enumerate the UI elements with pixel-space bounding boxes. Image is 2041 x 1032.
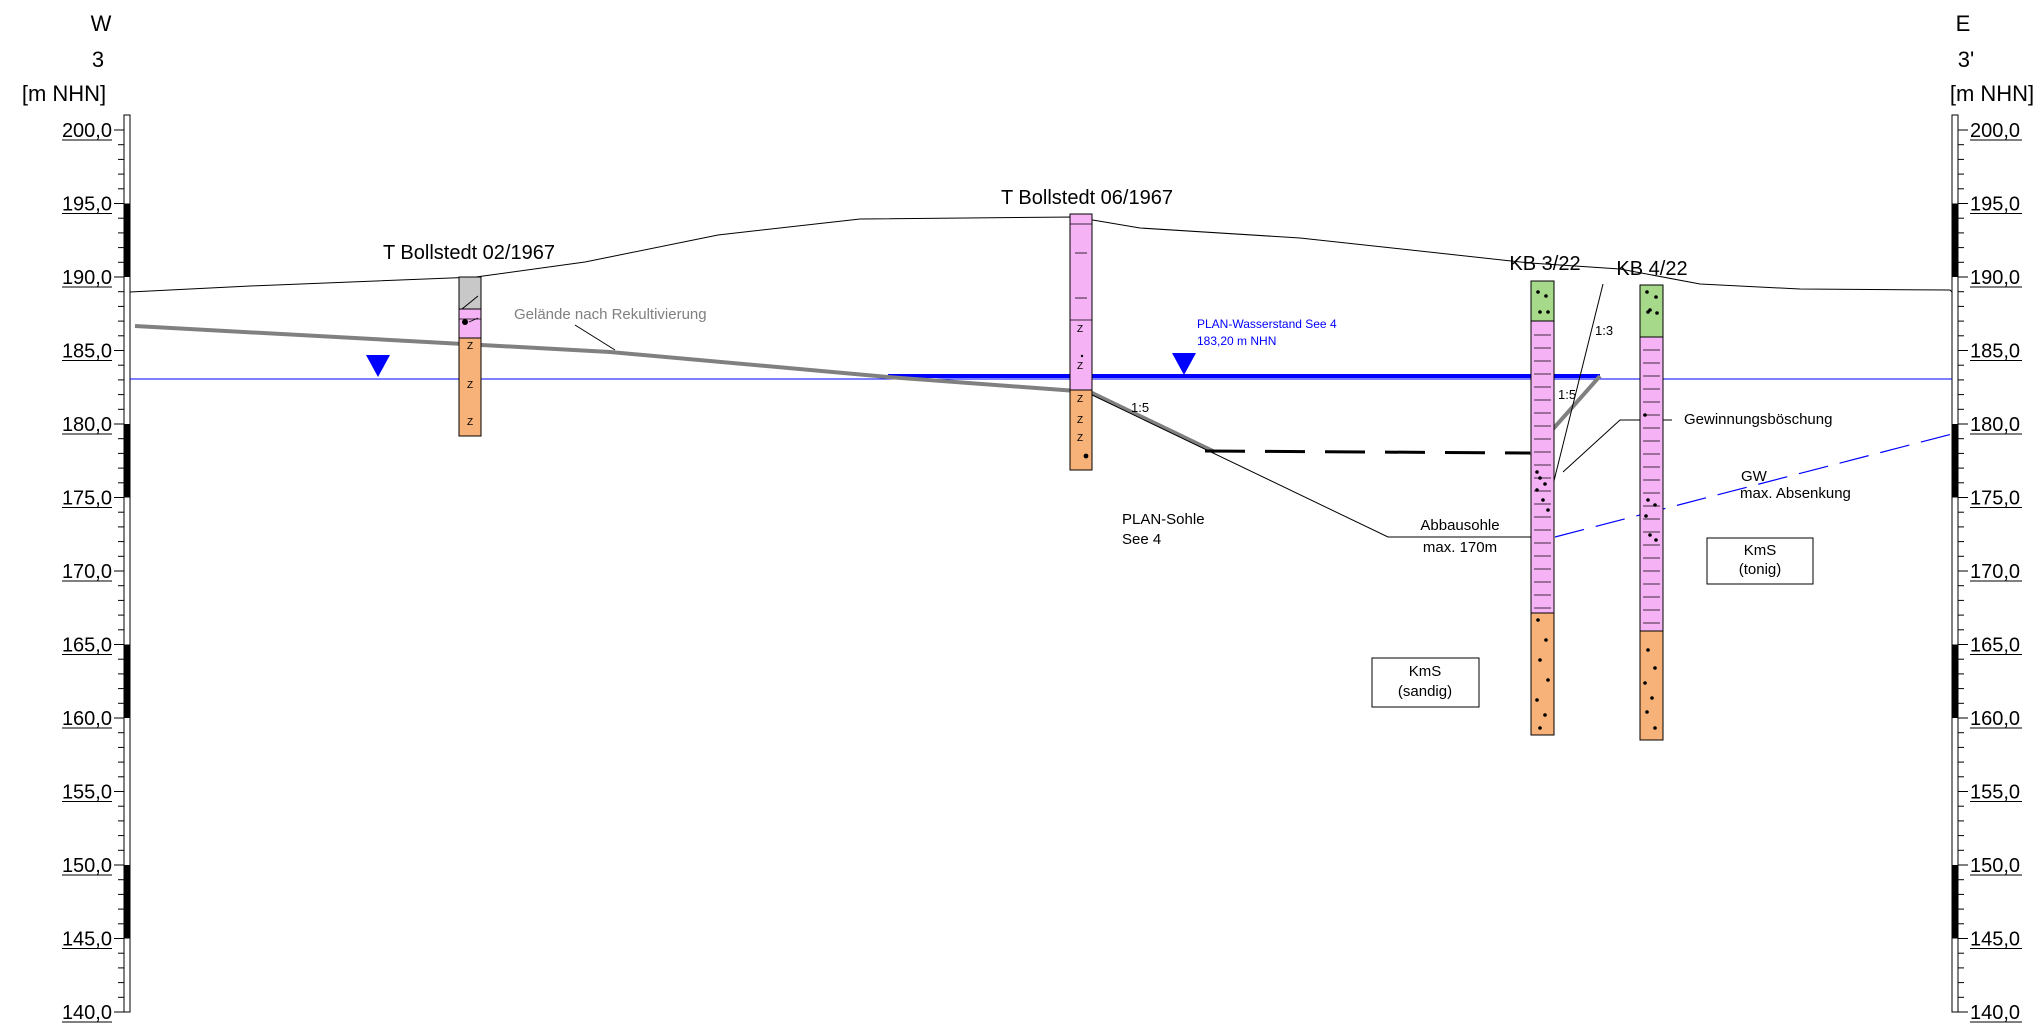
elevation-tick-label: 190,0 (1970, 267, 2020, 289)
borehole-b1 (458, 276, 482, 437)
borehole-b3 (1530, 280, 1555, 736)
z-glyph: Z (1077, 361, 1083, 372)
elevation-tick-label: 175,0 (1970, 488, 2020, 510)
water-level-marker-plan (1172, 353, 1196, 375)
gw-label-2: max. Absenkung (1740, 485, 1851, 502)
z-glyph: Z (1077, 415, 1083, 426)
left-direction-label: W (91, 11, 112, 36)
plan-sohle-label-2: See 4 (1122, 531, 1161, 548)
abbausohle-label-1: Abbausohle (1420, 517, 1499, 534)
elevation-tick-label: 160,0 (1970, 708, 2020, 730)
elevation-tick-label: 185,0 (62, 341, 112, 363)
gw-line (1554, 433, 1953, 538)
borehole-b3-label: KB 3/22 (1509, 253, 1580, 275)
terrain-after-leader (574, 324, 616, 351)
plan-sohle-dashed (1204, 449, 1531, 455)
elevation-tick-label: 140,0 (1970, 1002, 2020, 1024)
elevation-tick-label: 165,0 (1970, 635, 2020, 657)
z-glyph: Z (1077, 324, 1083, 335)
terrain-line (129, 216, 1953, 293)
slope-1-5-label-b: 1:5 (1558, 387, 1576, 402)
borehole-b1-label: T Bollstedt 02/1967 (383, 242, 555, 264)
borehole-b2 (1069, 213, 1093, 471)
slope-1-5-label-a: 1:5 (1131, 400, 1149, 415)
right-direction-label: E (1956, 11, 1971, 36)
left-section-label: 3 (92, 47, 104, 72)
borehole-b2-label: T Bollstedt 06/1967 (1001, 187, 1173, 209)
elevation-tick-label: 195,0 (1970, 194, 2020, 216)
elevation-tick-label: 200,0 (1970, 120, 2020, 142)
right-section-label: 3' (1958, 47, 1974, 72)
plan-sohle-label-1: PLAN-Sohle (1122, 511, 1205, 528)
elevation-tick-label: 145,0 (1970, 929, 2020, 951)
elevation-tick-label: 180,0 (1970, 414, 2020, 436)
elevation-tick-label: 180,0 (62, 414, 112, 436)
elevation-tick-label: 195,0 (62, 194, 112, 216)
svg-text:KmS: KmS (1744, 542, 1777, 559)
z-glyph: Z (467, 341, 473, 352)
terrain-after-label: Gelände nach Rekultivierung (514, 306, 707, 323)
terrain-after-recultivation-line (134, 324, 1216, 454)
slope-1-3-label: 1:3 (1595, 323, 1613, 338)
abbausohle-label-2: max. 170m (1423, 539, 1497, 556)
elevation-tick-label: 140,0 (62, 1002, 112, 1024)
gewinnung-label: Gewinnungsböschung (1684, 411, 1832, 428)
elevation-tick-label: 170,0 (1970, 561, 2020, 583)
right-elevation-scale: 200,0 195,0 190,0 185,0 180,0 175,0 170,0 165,0… (1951, 114, 2022, 1024)
borehole-b4-label: KB 4/22 (1616, 258, 1687, 280)
elevation-tick-label: 200,0 (62, 120, 112, 142)
svg-text:KmS: KmS (1409, 663, 1442, 680)
water-level-marker-left (366, 355, 390, 377)
right-unit-label: [m NHN] (1950, 81, 2034, 106)
z-glyph: Z (467, 417, 473, 428)
z-glyph: Z (1077, 394, 1083, 405)
elevation-tick-label: 150,0 (1970, 855, 2020, 877)
abbausohle-line (1087, 392, 1540, 538)
left-unit-label: [m NHN] (22, 81, 106, 106)
elevation-tick-label: 165,0 (62, 635, 112, 657)
elevation-tick-label: 160,0 (62, 708, 112, 730)
plan-water-label-2: 183,20 m NHN (1197, 334, 1276, 348)
svg-text:(sandig): (sandig) (1398, 683, 1452, 700)
elevation-tick-label: 155,0 (62, 782, 112, 804)
svg-text:(tonig): (tonig) (1739, 561, 1782, 578)
elevation-tick-label: 145,0 (62, 929, 112, 951)
z-glyph: Z (467, 380, 473, 391)
z-glyph: Z (1077, 433, 1083, 444)
kms-sandig-box: KmS (sandig) (1371, 657, 1480, 708)
elevation-tick-label: 185,0 (1970, 341, 2020, 363)
elevation-tick-label: 175,0 (62, 488, 112, 510)
left-elevation-scale: 200,0 195,0 190,0 185,0 180,0 175,0 170,0 165,0… (62, 114, 131, 1024)
elevation-tick-label: 155,0 (1970, 782, 2020, 804)
gw-label-1: GW (1741, 468, 1768, 485)
plan-water-label-1: PLAN-Wasserstand See 4 (1197, 317, 1337, 331)
elevation-tick-label: 190,0 (62, 267, 112, 289)
borehole-b4 (1639, 284, 1664, 741)
elevation-tick-label: 150,0 (62, 855, 112, 877)
elevation-tick-label: 170,0 (62, 561, 112, 583)
kms-tonig-box: KmS (tonig) (1706, 537, 1814, 585)
